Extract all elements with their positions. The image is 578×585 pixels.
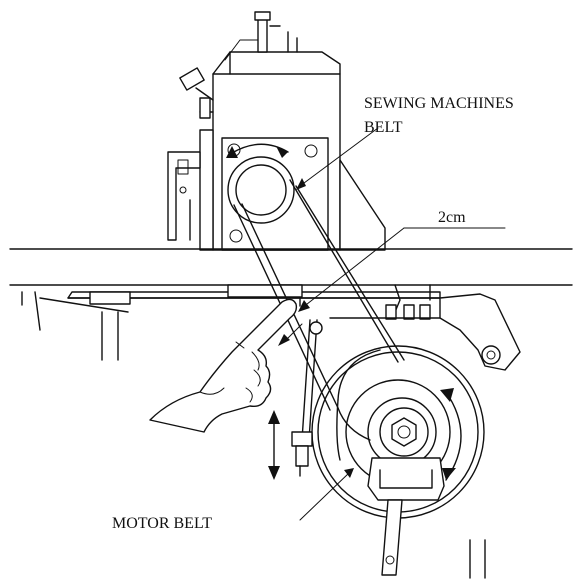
motor-unit	[311, 345, 485, 576]
sewing-machine-head	[167, 11, 386, 251]
up-down-arrow-icon	[268, 410, 280, 480]
motor-belt-leader-arrow	[344, 468, 354, 478]
motor-belt-label: MOTOR BELT	[112, 515, 212, 532]
gap-label: 2cm	[438, 209, 466, 226]
adjuster-rod	[291, 319, 323, 477]
motor-belt-leader	[299, 471, 351, 521]
hand-pressing-belt	[149, 298, 298, 433]
sewing-belt-label: BELT	[364, 119, 403, 136]
gap-indicator	[278, 227, 506, 346]
sewing-belt-leader	[299, 127, 379, 187]
sewing-belt-leader-arrow	[296, 178, 306, 190]
sewing-machines-label: SEWING MACHINES	[364, 95, 514, 112]
motor-bracket	[329, 293, 521, 371]
table-top	[9, 248, 573, 579]
